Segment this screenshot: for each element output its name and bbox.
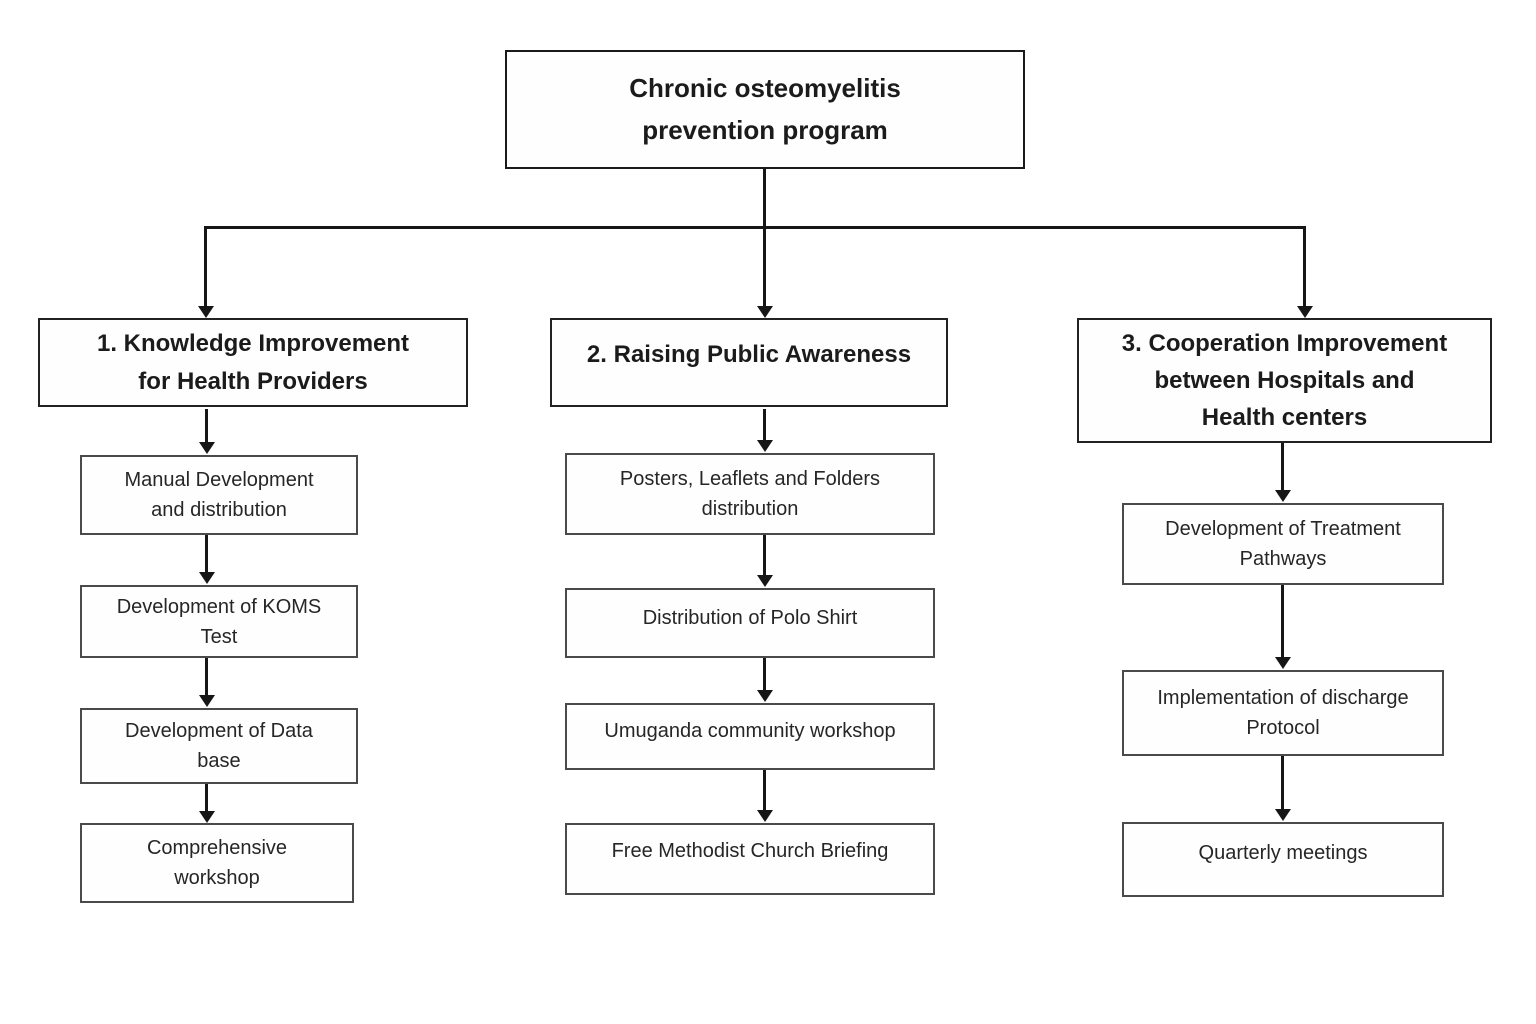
connector-horizontal-rail [205,226,1306,229]
arrow-branch2-to-item1 [763,409,766,441]
node-development-of-treatment-pathways: Development of Treatment Pathways [1122,503,1444,585]
node-distribution-of-polo-shirt: Distribution of Polo Shirt [565,588,935,658]
arrow-branch1-item2-to-item3 [205,658,208,696]
node-free-methodist-church-briefing: Free Methodist Church Briefing [565,823,935,895]
arrow-branch2-item3-to-item4 [763,770,766,811]
node-comprehensive-workshop: Comprehensive workshop [80,823,354,903]
node-implementation-of-discharge-protocol: Implementation of discharge Protocol [1122,670,1444,756]
arrow-branch2-item1-to-item2 [763,535,766,576]
arrow-branch3-item2-to-item3 [1281,756,1284,810]
node-manual-development-and-distribution: Manual Development and distribution [80,455,358,535]
arrow-branch2-item2-to-item3 [763,658,766,691]
branch-1-head-knowledge-improvement: 1. Knowledge Improvement for Health Prov… [38,318,468,407]
root-node-chronic-osteomyelitis-prevention-program: Chronic osteomyelitis prevention program [505,50,1025,169]
arrow-branch1-to-item1 [205,409,208,443]
branch-2-head-raising-public-awareness: 2. Raising Public Awareness [550,318,948,407]
connector-arrow-to-branch-2 [763,226,766,307]
connector-arrow-to-branch-3 [1303,226,1306,307]
node-development-of-koms-test: Development of KOMS Test [80,585,358,658]
node-posters-leaflets-folders-distribution: Posters, Leaflets and Folders distributi… [565,453,935,535]
node-quarterly-meetings: Quarterly meetings [1122,822,1444,897]
arrow-branch3-to-item1 [1281,443,1284,491]
branch-3-head-cooperation-improvement: 3. Cooperation Improvement between Hospi… [1077,318,1492,443]
arrow-branch1-item1-to-item2 [205,535,208,573]
node-development-of-data-base: Development of Data base [80,708,358,784]
connector-arrow-to-branch-1 [204,226,207,307]
node-umuganda-community-workshop: Umuganda community workshop [565,703,935,770]
connector-title-stub [763,169,766,228]
arrow-branch1-item3-to-item4 [205,784,208,812]
arrow-branch3-item1-to-item2 [1281,585,1284,658]
